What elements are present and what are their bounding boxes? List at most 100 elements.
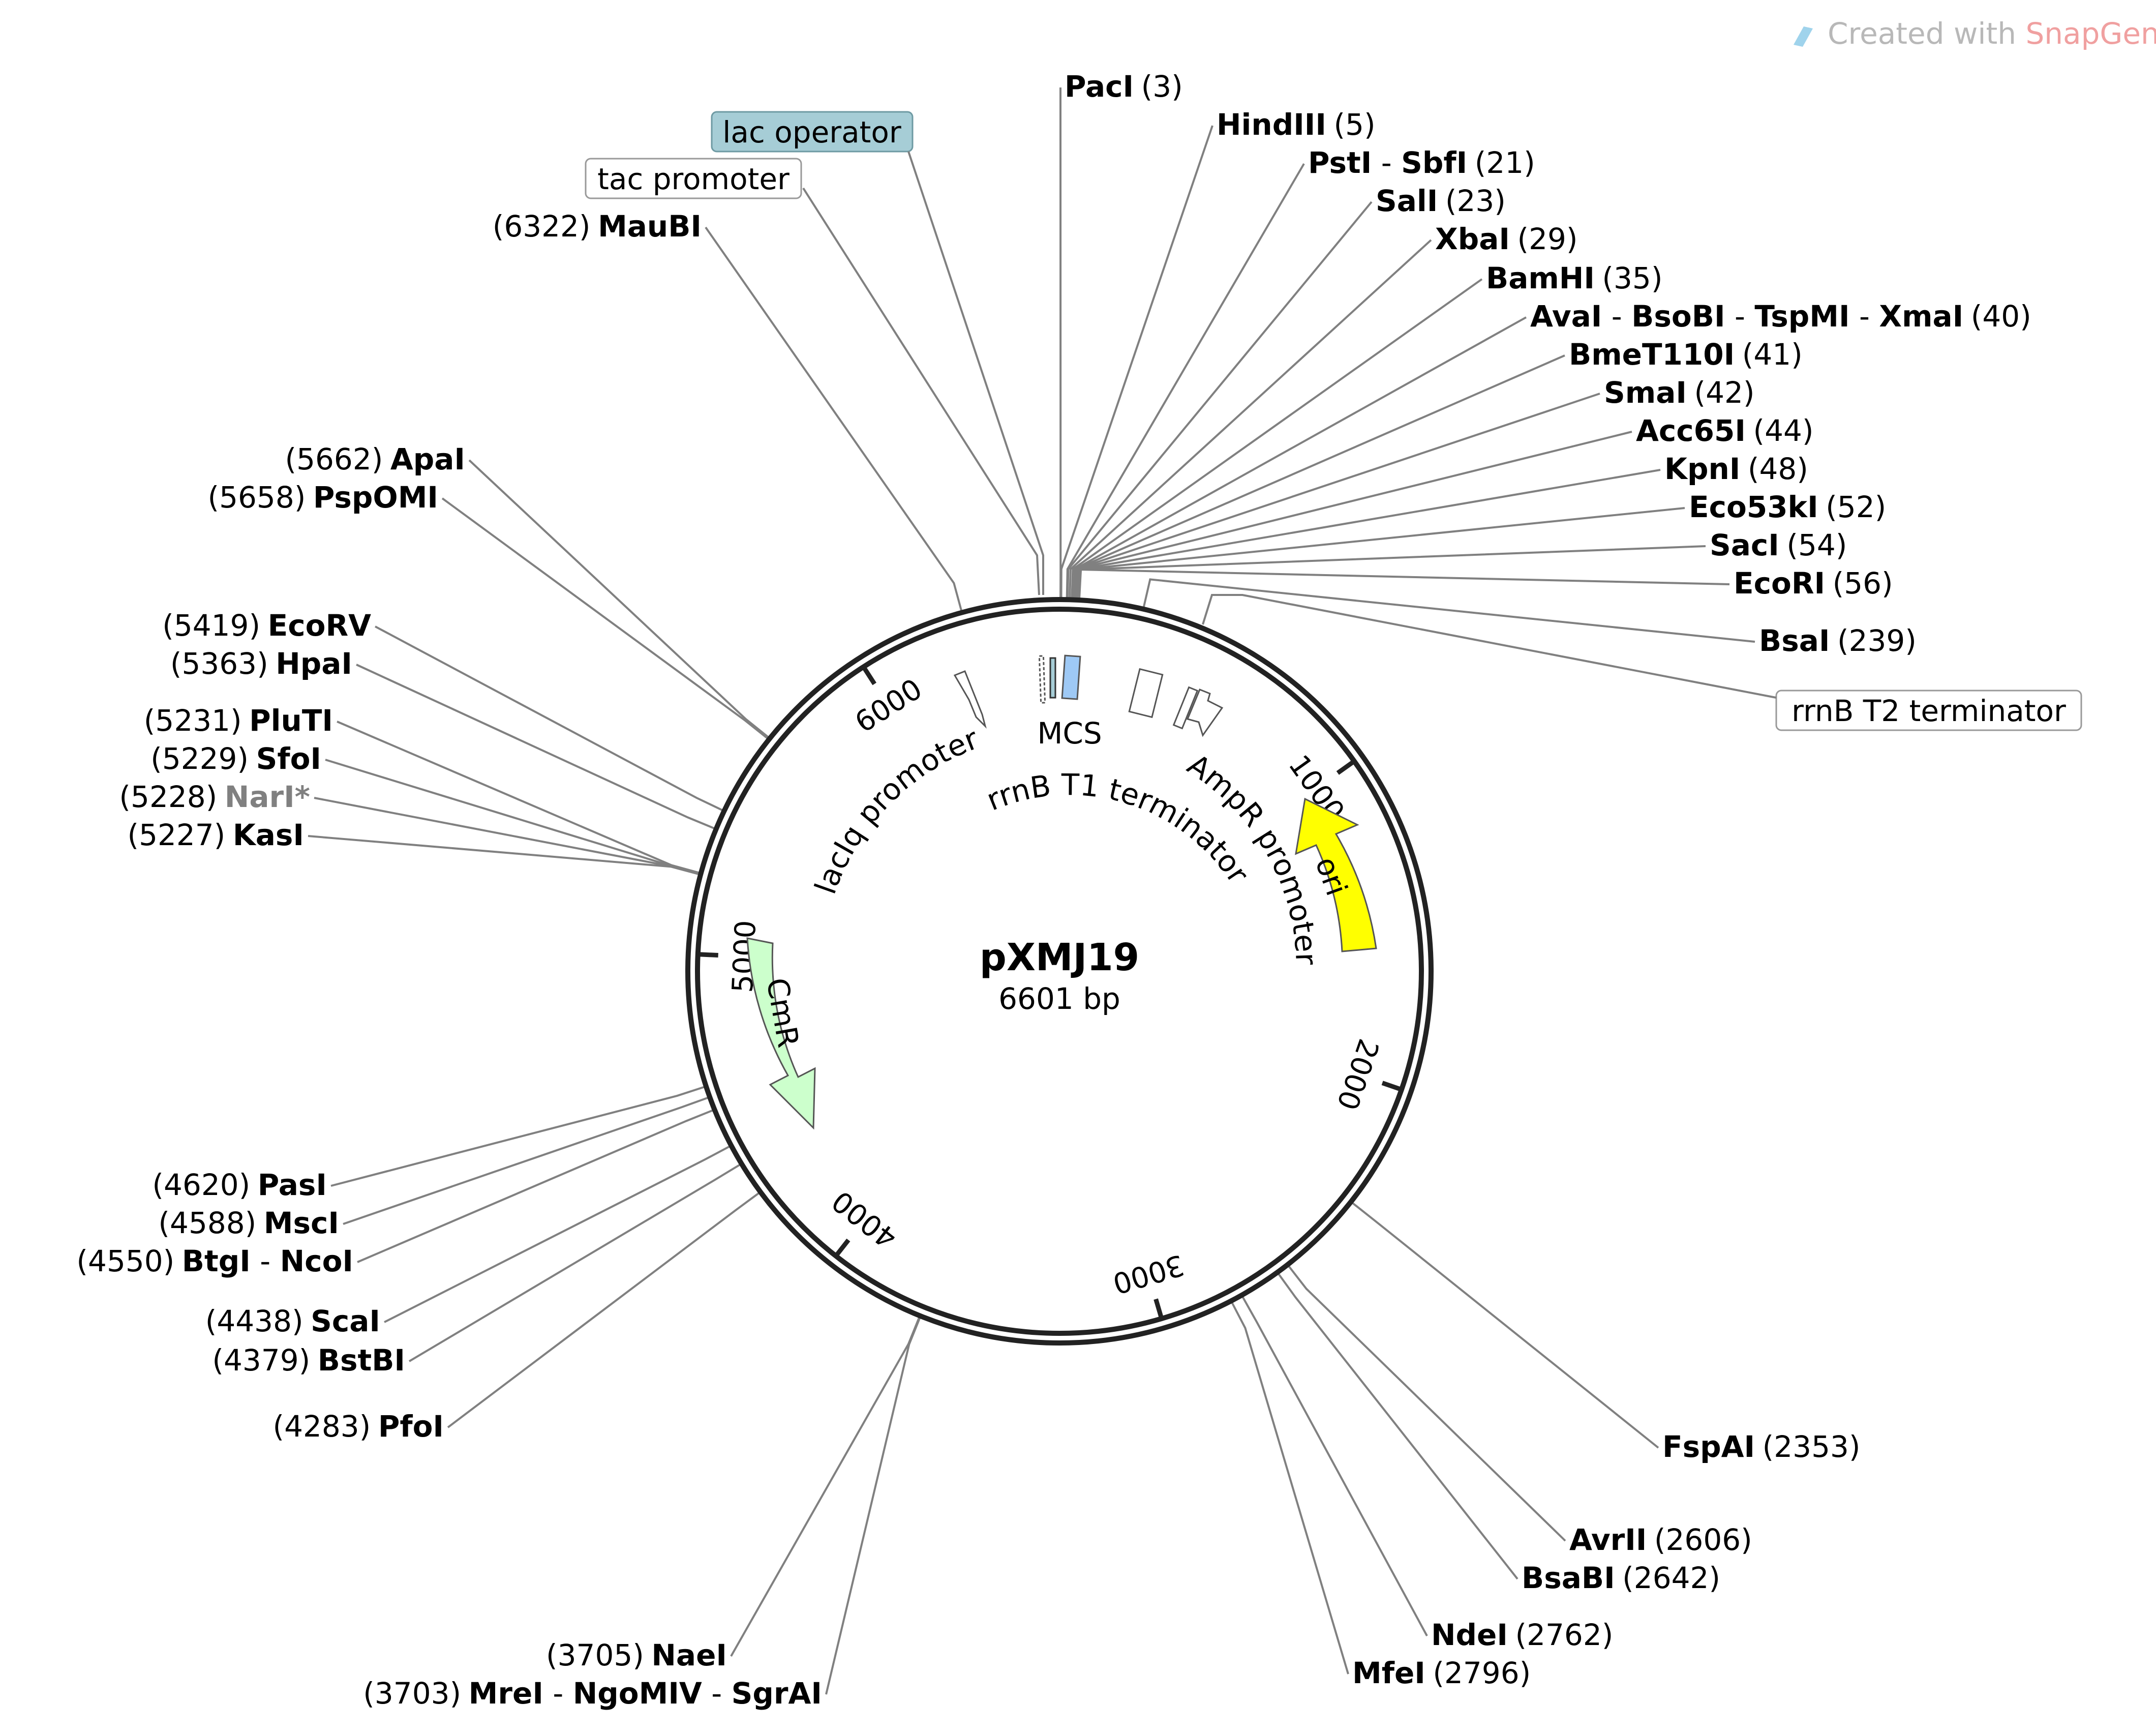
spacer [1508, 1619, 1515, 1652]
tac-promoter-mark[interactable] [1038, 655, 1046, 704]
site-name-bamhi-0: BamHI [1486, 261, 1595, 295]
site-label-bmet110i[interactable]: BmeT110I (41) [1569, 337, 1803, 372]
rrnb-t1-mark[interactable] [1128, 668, 1164, 719]
lac-operator-box-label: lac operator [722, 115, 901, 150]
site-label-kpni[interactable]: KpnI (48) [1664, 452, 1808, 486]
spacer [1595, 262, 1602, 295]
site-label-maubi[interactable]: (6322) MauBI [493, 209, 702, 244]
site-label-nari[interactable]: (5228) NarI* [119, 780, 310, 814]
rrnb-t2-box[interactable]: rrnB T2 terminator [1775, 690, 2082, 731]
site-name-acc65i-0: Acc65I [1636, 413, 1746, 448]
site-label-fspai[interactable]: FspAI (2353) [1662, 1429, 1861, 1464]
site-label-saci[interactable]: SacI (54) [1710, 528, 1847, 562]
site-label-bstbi[interactable]: (4379) BstBI [212, 1343, 405, 1378]
site-label-sali[interactable]: SalI (23) [1376, 184, 1506, 218]
site-name-mrei-2: SgrAI [732, 1676, 822, 1711]
leader-line-naei [730, 1317, 920, 1657]
site-label-ndei[interactable]: NdeI (2762) [1431, 1618, 1613, 1652]
site-position-kasi: (5227) [127, 818, 225, 852]
site-label-scai[interactable]: (4438) ScaI [205, 1304, 380, 1338]
ampr-promoter-arrow[interactable] [1186, 689, 1224, 737]
site-name-pluti-0: PluTI [249, 703, 333, 738]
spacer [1818, 491, 1826, 524]
spacer [1647, 1523, 1654, 1557]
site-label-paci[interactable]: PacI (3) [1065, 69, 1183, 104]
site-position-sali: (23) [1445, 184, 1506, 218]
restriction-site-labels: PacI (3) HindIII (5)PstI - SbfI (21) SalI … [76, 69, 2031, 1711]
site-position-fspai: (2353) [1763, 1429, 1861, 1464]
site-position-pasi: (4620) [152, 1168, 250, 1202]
spacer [225, 819, 233, 852]
site-label-avrii[interactable]: AvrII (2606) [1569, 1522, 1752, 1557]
site-label-mrei[interactable]: (3703) MreI - NgoMIV - SgrAI [363, 1676, 822, 1711]
leader-line-sfoi [325, 759, 700, 875]
spacer [1425, 1657, 1433, 1690]
laciq-promoter-text: lacIq promoter [808, 721, 983, 898]
site-label-mfei[interactable]: MfeI (2796) [1352, 1656, 1531, 1690]
site-label-sfoi[interactable]: (5229) SfoI [150, 741, 321, 776]
site-label-eco53ki[interactable]: Eco53kI (52) [1689, 490, 1886, 524]
site-label-bsai[interactable]: BsaI (239) [1759, 623, 1917, 658]
site-label-ecori[interactable]: EcoRI (56) [1734, 566, 1893, 601]
site-position-naei: (3705) [546, 1638, 644, 1672]
site-label-pfoi[interactable]: (4283) PfoI [272, 1409, 444, 1444]
site-label-xbai[interactable]: XbaI (29) [1435, 222, 1578, 256]
site-label-pasi[interactable]: (4620) PasI [152, 1168, 327, 1202]
tick-label-4000: 4000 [826, 1184, 903, 1254]
site-label-ecorv[interactable]: (5419) EcoRV [162, 608, 371, 643]
site-label-kasi[interactable]: (5227) KasI [127, 818, 304, 852]
leader-line-maubi [705, 226, 963, 611]
site-label-acc65i[interactable]: Acc65I (44) [1636, 413, 1814, 448]
site-name-btgi-0: BtgI [182, 1244, 251, 1278]
tac-promoter-box[interactable]: tac promoter [585, 158, 802, 199]
site-name-separator: - [1372, 145, 1401, 180]
site-name-separator: - [543, 1676, 573, 1711]
site-position-eco53ki: (52) [1826, 490, 1886, 524]
site-label-avai[interactable]: AvaI - BsoBI - TspMI - XmaI (40) [1530, 299, 2031, 334]
site-name-separator: - [702, 1676, 732, 1711]
site-label-pluti[interactable]: (5231) PluTI [144, 703, 333, 738]
site-label-btgi[interactable]: (4550) BtgI - NcoI [76, 1244, 353, 1278]
backbone-inner-ring [695, 607, 1424, 1336]
svg-text:Created with SnapGene®: Created with SnapGene® [1828, 16, 2156, 51]
lac-operator-box[interactable]: lac operator [711, 111, 914, 153]
site-name-paci-0: PacI [1065, 69, 1134, 104]
site-label-hindiii[interactable]: HindIII (5) [1217, 107, 1376, 142]
rrnb-t2-mark[interactable] [1172, 686, 1199, 730]
site-label-bamhi[interactable]: BamHI (35) [1486, 261, 1662, 295]
site-label-psti[interactable]: PstI - SbfI (21) [1308, 145, 1535, 180]
spacer [371, 1410, 378, 1443]
site-label-bsabi[interactable]: BsaBI (2642) [1522, 1561, 1720, 1595]
site-name-avai-2: TspMI [1754, 299, 1849, 334]
site-position-mrei: (3703) [363, 1676, 461, 1711]
site-name-hindiii-0: HindIII [1217, 107, 1326, 142]
site-name-msci-0: MscI [264, 1206, 339, 1240]
tick-mark-2000 [1381, 1081, 1402, 1092]
site-name-pasi-0: PasI [258, 1168, 327, 1202]
site-name-ecorv-0: EcoRV [268, 608, 372, 643]
site-label-apai[interactable]: (5662) ApaI [285, 442, 466, 476]
spacer [310, 1344, 318, 1377]
site-label-pspomi[interactable]: (5658) PspOMI [207, 480, 438, 515]
site-position-ecori: (56) [1833, 566, 1893, 601]
tick-mark-6000 [862, 666, 876, 685]
mcs-mark[interactable] [1061, 654, 1081, 700]
laciq-promoter-arrow[interactable] [953, 670, 987, 729]
leader-line-ecorv [375, 625, 723, 811]
site-label-hpai[interactable]: (5363) HpaI [170, 646, 352, 681]
site-name-mrei-0: MreI [469, 1676, 543, 1711]
site-label-msci[interactable]: (4588) MscI [158, 1206, 339, 1240]
cmr-arrow[interactable] [746, 937, 816, 1130]
site-name-mfei-0: MfeI [1352, 1656, 1425, 1690]
site-position-pluti: (5231) [144, 703, 242, 738]
site-position-bsai: (239) [1837, 623, 1917, 658]
spacer [1735, 338, 1742, 371]
lac-operator-mark[interactable] [1049, 657, 1056, 699]
ori-arrow[interactable] [1295, 797, 1377, 952]
site-label-smai[interactable]: SmaI (42) [1604, 375, 1755, 410]
spacer [1326, 108, 1334, 141]
leader-line-pspomi [441, 497, 768, 739]
site-name-separator: - [251, 1244, 280, 1278]
tick-label-6000: 6000 [849, 673, 928, 740]
site-label-naei[interactable]: (3705) NaeI [546, 1638, 727, 1672]
